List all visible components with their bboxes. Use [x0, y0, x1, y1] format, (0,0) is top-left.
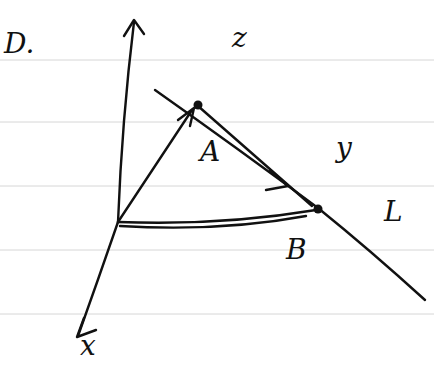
line-l: [155, 90, 425, 300]
vector-oa: [118, 110, 192, 222]
point-b: [314, 205, 323, 214]
z-axis: [118, 22, 134, 222]
ab-arrowhead: [266, 170, 288, 190]
vector-ob: [118, 210, 316, 223]
vector-ab: [198, 106, 312, 206]
axis-name: z: [232, 24, 247, 52]
vector-ob-stroke: [120, 216, 306, 228]
point-name: A: [200, 138, 220, 166]
z-arrowhead: [124, 20, 144, 36]
x-axis: [78, 222, 118, 336]
axis-name: x: [80, 332, 96, 360]
line-name: L: [384, 198, 403, 226]
problem-number: D.: [4, 30, 34, 58]
point-a: [194, 101, 203, 110]
ruled-lines: [0, 60, 434, 314]
axis-name: y: [336, 134, 352, 162]
oa-arrowhead: [178, 108, 194, 126]
point-name: B: [286, 236, 307, 264]
